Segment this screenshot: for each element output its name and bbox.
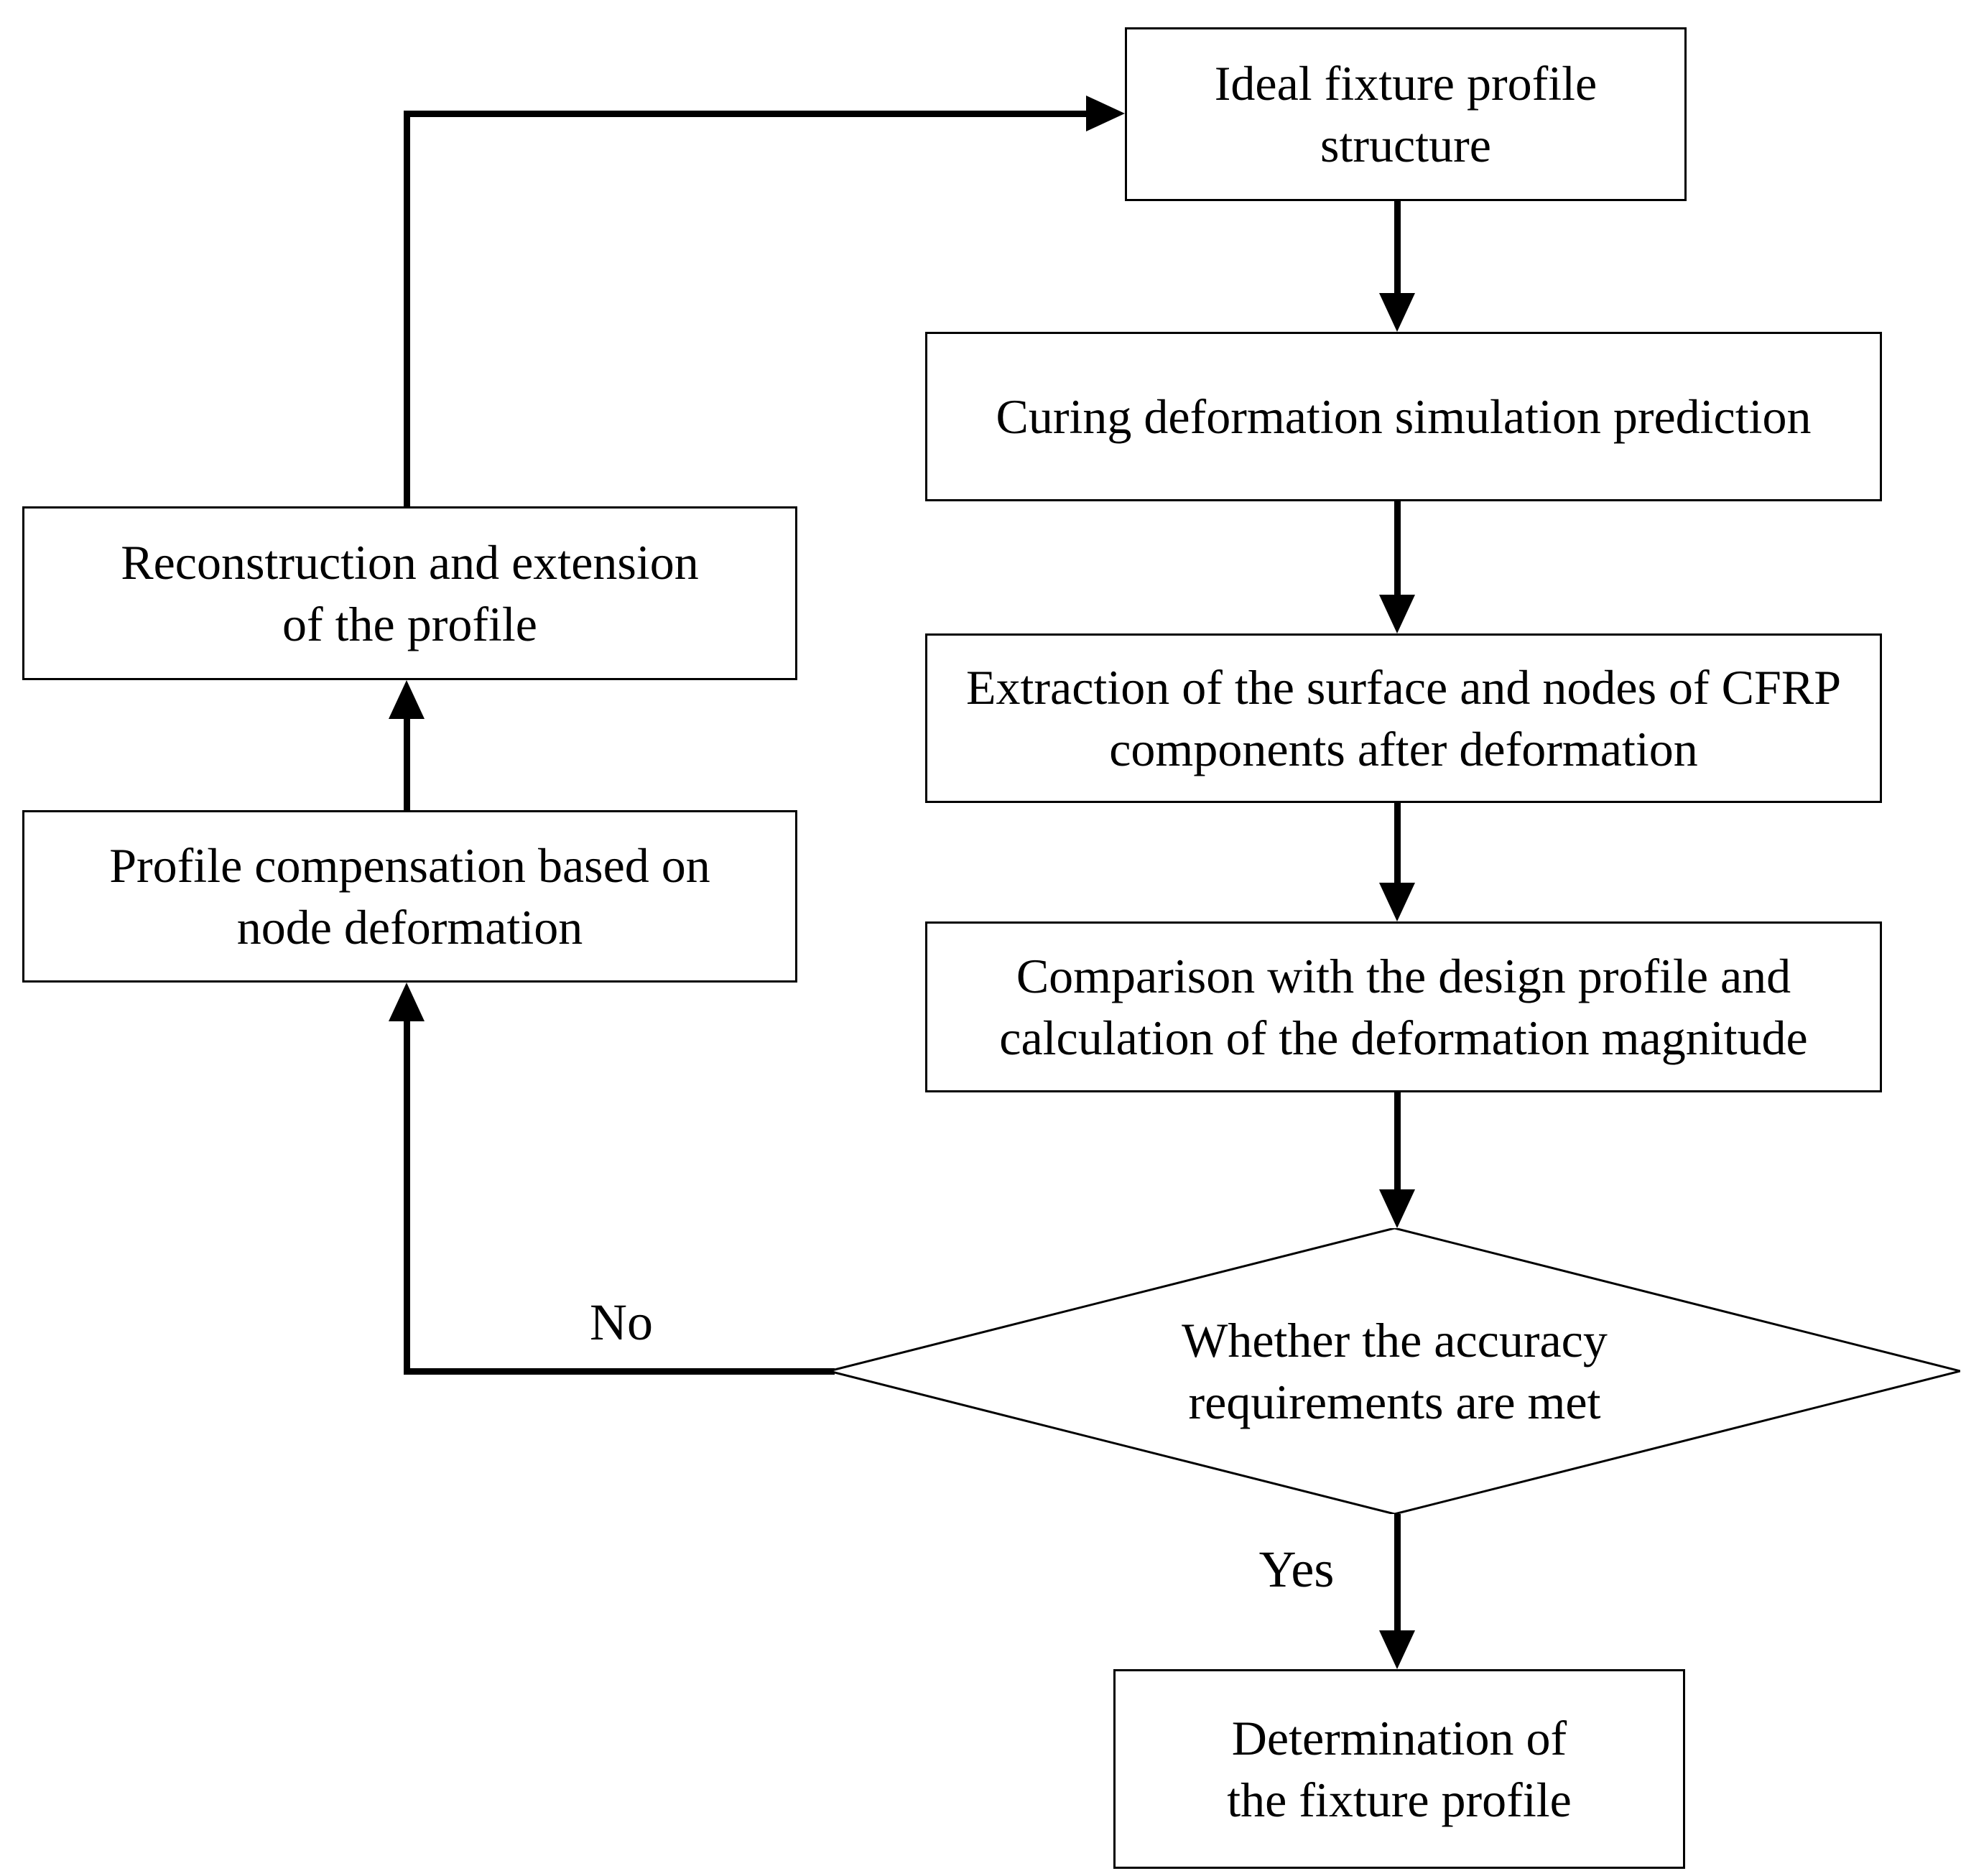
node-label-line: structure (1320, 118, 1491, 172)
node-label-line: Comparison with the design profile and (1016, 949, 1791, 1003)
node-profile-compensation: Profile compensation based on node defor… (22, 810, 797, 983)
arrowhead-up-into-reconstruction-icon (389, 680, 425, 719)
arrowhead-right-into-ideal-icon (1086, 96, 1125, 131)
feedback-line-horizontal-top (404, 111, 1086, 117)
arrowhead-down-into-determination-icon (1379, 1630, 1415, 1669)
node-label-line: requirements are met (1188, 1375, 1601, 1429)
node-label-line: Determination of (1231, 1711, 1567, 1765)
edge-label-no: No (590, 1294, 653, 1351)
feedback-line-vertical-top (404, 111, 410, 506)
node-label-line: the fixture profile (1227, 1773, 1572, 1827)
node-ideal-fixture-profile-structure: Ideal fixture profile structure (1125, 27, 1687, 201)
node-comparison-with-design-profile: Comparison with the design profile and c… (925, 921, 1882, 1092)
node-label-line: calculation of the deformation magnitude (999, 1011, 1808, 1065)
node-extraction-of-surface-and-nodes: Extraction of the surface and nodes of C… (925, 633, 1882, 803)
no-line-horizontal (404, 1368, 835, 1375)
arrowhead-down-into-decision-icon (1379, 1189, 1415, 1228)
arrowhead-down-into-extraction-icon (1379, 595, 1415, 633)
edge-label-yes: Yes (1258, 1541, 1335, 1598)
node-curing-deformation-simulation-prediction: Curing deformation simulation prediction (925, 332, 1882, 501)
arrowhead-down-into-comparison-icon (1379, 883, 1415, 921)
arrow-compensation-to-reconstruction-shaft (404, 719, 410, 810)
node-label-line: components after deformation (1109, 722, 1698, 776)
node-determination-of-fixture-profile: Determination of the fixture profile (1113, 1669, 1685, 1869)
node-label-line: node deformation (236, 900, 583, 955)
no-line-vertical (404, 1021, 410, 1375)
arrow-comparison-to-decision-shaft (1394, 1092, 1401, 1189)
arrow-curing-to-extraction-shaft (1394, 501, 1401, 595)
node-decision-accuracy-requirements: Whether the accuracy requirements are me… (829, 1228, 1960, 1514)
arrow-yes-shaft (1394, 1514, 1401, 1630)
arrow-ideal-to-curing-shaft (1394, 201, 1401, 293)
node-label-line: Reconstruction and extension (121, 535, 699, 590)
node-label-line: of the profile (282, 597, 537, 651)
arrow-extraction-to-comparison-shaft (1394, 803, 1401, 883)
node-label-line: Ideal fixture profile (1214, 56, 1598, 111)
node-label-line: Curing deformation simulation prediction (996, 389, 1812, 444)
node-label-line: Extraction of the surface and nodes of C… (965, 660, 1842, 715)
node-label-line: Whether the accuracy (1182, 1313, 1608, 1367)
decision-diamond-shape (829, 1228, 1960, 1514)
decision-label: Whether the accuracy requirements are me… (829, 1228, 1960, 1514)
arrowhead-up-into-compensation-icon (389, 983, 425, 1021)
node-label-line: Profile compensation based on (109, 838, 710, 893)
node-reconstruction-and-extension: Reconstruction and extension of the prof… (22, 506, 797, 680)
arrowhead-down-into-curing-icon (1379, 293, 1415, 332)
